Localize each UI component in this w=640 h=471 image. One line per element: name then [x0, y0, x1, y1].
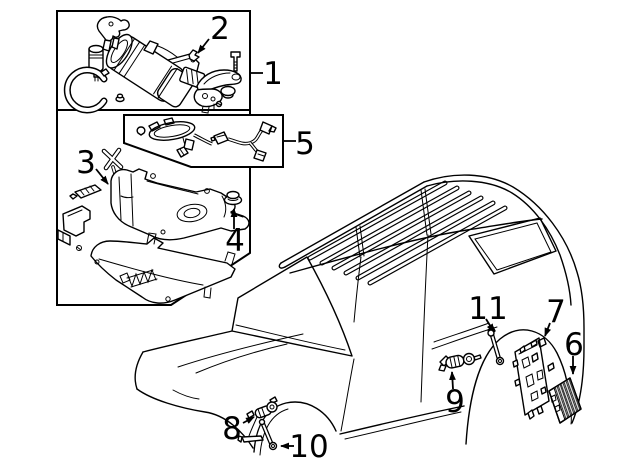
front-sensor-link [258, 418, 278, 451]
callout-labels: 1 2 3 4 5 6 7 8 9 10 11 [76, 11, 584, 465]
inset-box-compressor [56, 10, 251, 114]
quarter-window [468, 217, 557, 275]
callout-label-8: 8 [222, 411, 242, 447]
callout-label-7: 7 [546, 294, 566, 330]
compressor-bracket-arm [193, 69, 242, 114]
rear-height-sensor [438, 352, 482, 372]
rear-sensor-link [487, 326, 505, 366]
insulator-pad [69, 184, 102, 200]
callout-label-11: 11 [468, 291, 507, 327]
callout-label-2: 2 [210, 11, 230, 47]
windshield [231, 256, 353, 357]
mounting-bracket [110, 168, 250, 241]
wiring-harness [136, 117, 277, 162]
l-bracket [57, 205, 91, 246]
splash-shield [76, 232, 236, 304]
callout-label-5: 5 [295, 126, 315, 162]
callout-label-9: 9 [445, 384, 465, 420]
connector-cap [96, 16, 130, 52]
module-bracket [512, 337, 555, 420]
shield-spring [119, 268, 158, 288]
callout-label-3: 3 [76, 145, 96, 181]
callout-label-10: 10 [289, 429, 328, 465]
rear-wheel-arch [465, 329, 571, 445]
bolt [230, 51, 241, 72]
callout-leaders [95, 38, 577, 450]
callout-label-4: 4 [225, 223, 245, 259]
front-wheel-arch [253, 401, 337, 453]
callout-label-1: 1 [263, 56, 283, 92]
hose-ring [63, 66, 110, 114]
control-module [548, 377, 582, 424]
vehicle-outline [134, 174, 585, 456]
grommet [223, 190, 243, 206]
retainer-clip [188, 49, 200, 62]
callout-label-6: 6 [564, 327, 584, 363]
roof-ribs [307, 180, 508, 286]
inset-box-harness [123, 114, 284, 168]
